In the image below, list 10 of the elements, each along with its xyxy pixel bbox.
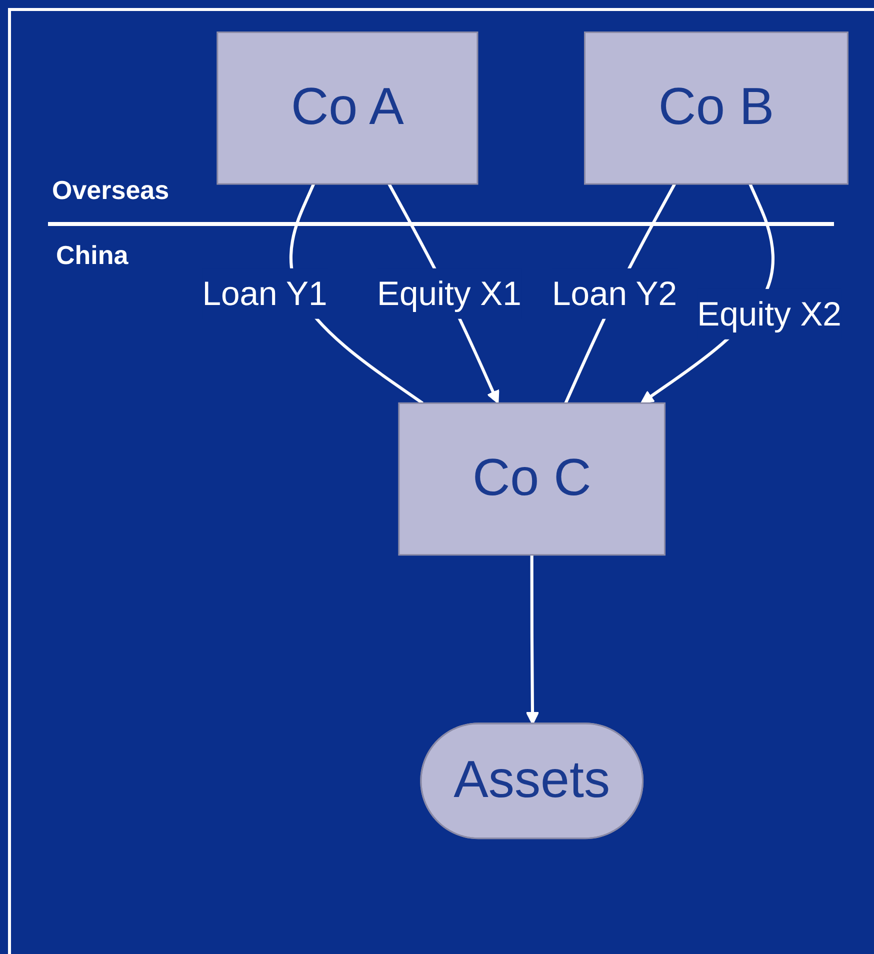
edge-label: Loan Y1 [202,268,328,319]
region-label: Overseas [52,175,170,206]
edge-label: Equity X2 [697,288,842,340]
edge-label: Equity X1 [377,268,522,319]
company-box: Co B [584,32,848,185]
company-box: Co A [216,32,478,185]
region-label: China [56,240,128,271]
assets-ellipse: Assets [420,722,644,840]
company-box: Co C [398,402,666,556]
edge-label: Loan Y2 [552,268,678,319]
